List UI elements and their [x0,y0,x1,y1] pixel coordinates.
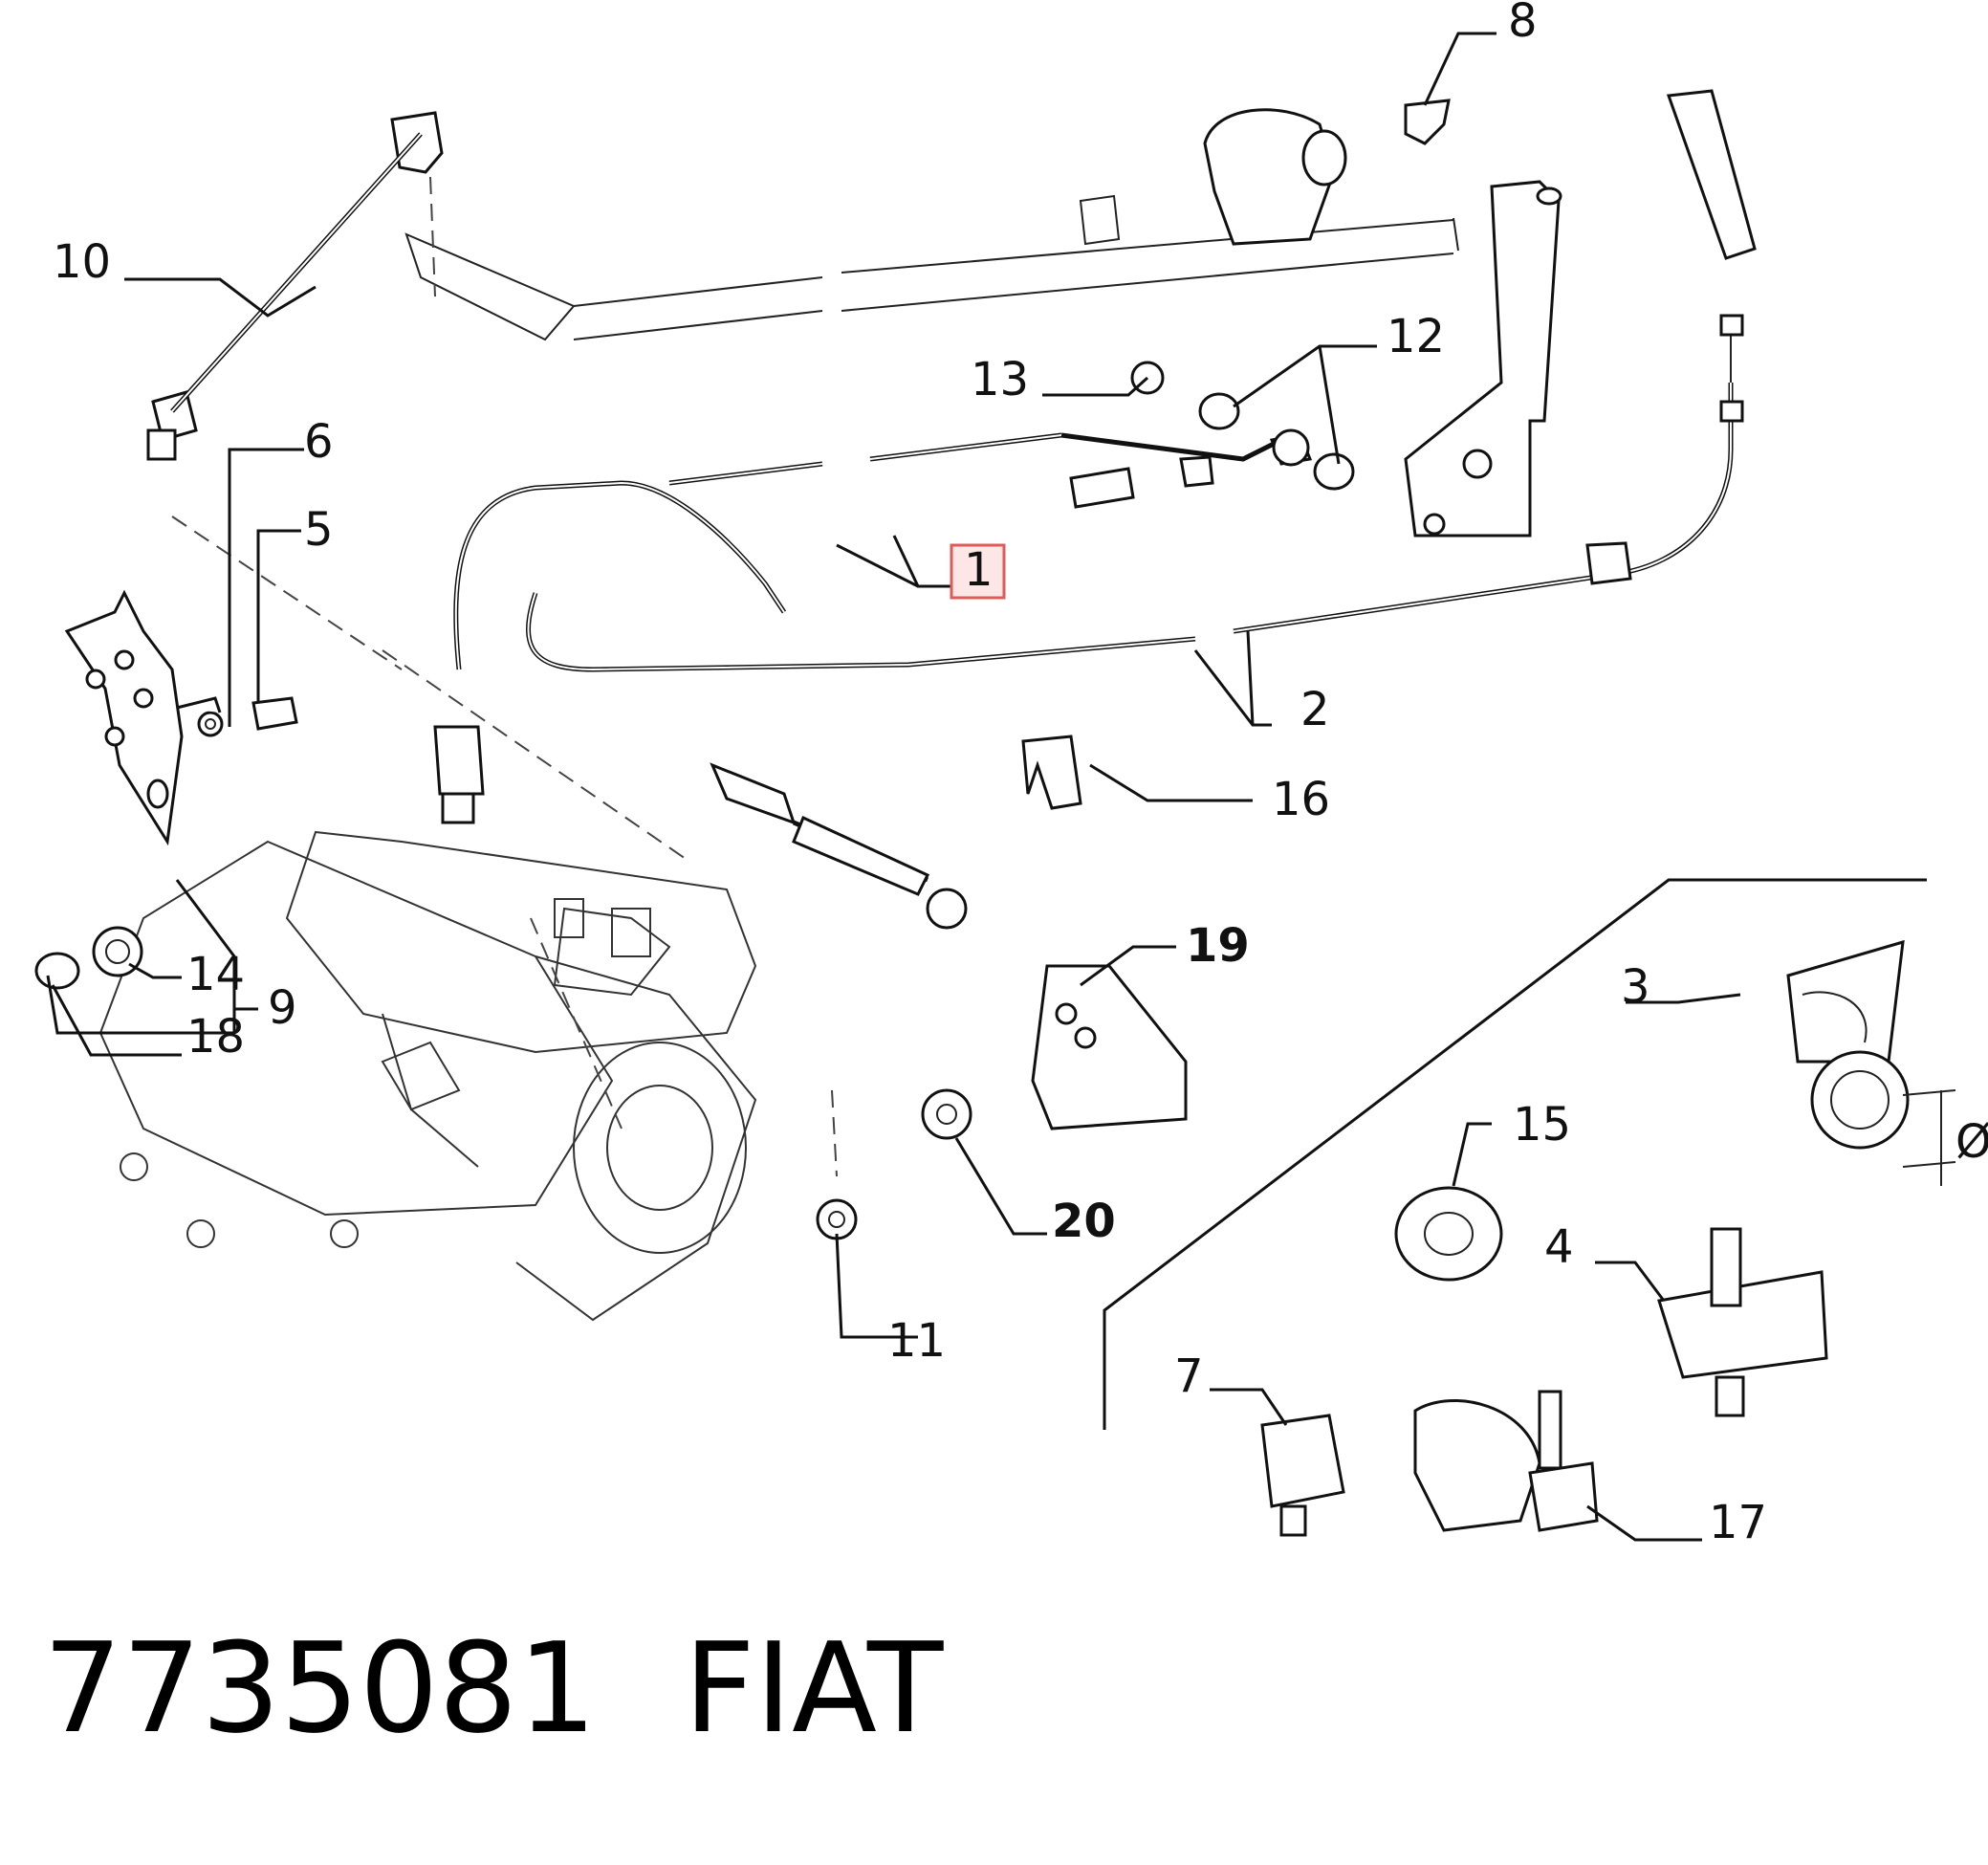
callout-19[interactable]: 19 [1186,919,1250,973]
leader-lines [46,32,1741,1542]
callout-8[interactable]: 8 [1508,0,1538,48]
nut-20 [921,1088,972,1140]
part-number: 7735081 [43,1615,597,1761]
gearbox-housing [98,516,838,1322]
diameter-symbol: Ø [1955,1115,1988,1169]
callout-4[interactable]: 4 [1544,1220,1574,1274]
brand-name: FIAT [684,1615,944,1761]
callout-7[interactable]: 7 [1174,1349,1204,1403]
callout-17[interactable]: 17 [1709,1496,1767,1549]
callout-1-highlight [950,543,1006,600]
washer-6 [197,711,224,737]
clip-7 [1260,1414,1345,1508]
shift-rod-assembly [146,89,1757,538]
bolt-5 [251,696,298,731]
callout-9[interactable]: 9 [268,981,297,1035]
clip-8 [1404,99,1451,145]
callout-2[interactable]: 2 [1300,683,1330,736]
callout-15[interactable]: 15 [1513,1098,1571,1152]
callout-3[interactable]: 3 [1621,960,1650,1014]
callout-12[interactable]: 12 [1387,310,1445,363]
clip-4 [1657,1270,1828,1379]
callout-14[interactable]: 14 [186,948,245,1001]
callout-18[interactable]: 18 [186,1010,245,1064]
gearbox-bracket [34,99,1451,1240]
ring-3 [1810,1050,1910,1150]
callout-labels: 1 2 3 4 5 6 7 8 9 10 11 12 13 14 15 16 1… [53,0,1988,1549]
bush-15 [1394,1186,1503,1282]
plug-18 [34,952,80,990]
callout-16[interactable]: 16 [1272,773,1330,826]
detail-panel [1103,878,1956,1537]
washer-12a [1198,392,1240,430]
callout-11[interactable]: 11 [887,1314,946,1368]
bracket-19 [1031,964,1188,1130]
callout-13[interactable]: 13 [971,353,1029,406]
callout-10[interactable]: 10 [53,235,111,289]
callout-1[interactable]: 1 [964,543,994,597]
callout-5[interactable]: 5 [304,503,334,557]
nut-11 [816,1198,858,1240]
gearshift-cables [433,314,1744,930]
washer-12b [1313,452,1355,491]
callout-6[interactable]: 6 [304,415,334,469]
clip-17 [1413,1398,1541,1532]
callout-20[interactable]: 20 [1052,1195,1116,1248]
fork-16 [1021,735,1082,810]
